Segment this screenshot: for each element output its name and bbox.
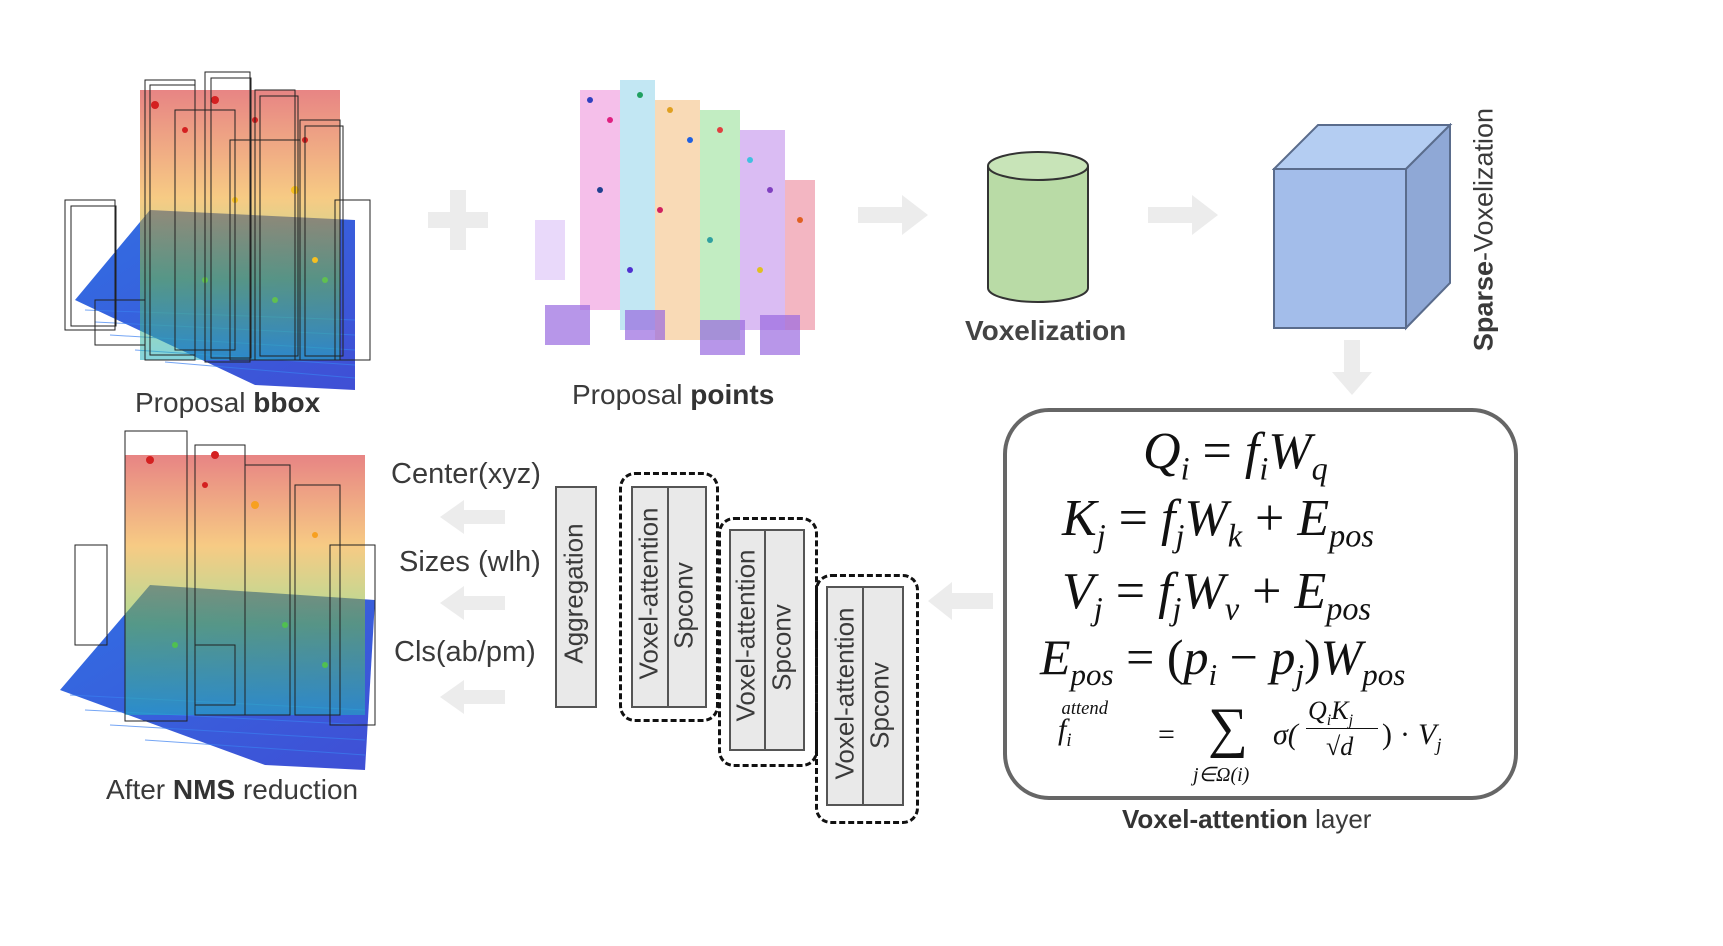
- voxel-attention-label-3: Voxel-attention: [829, 607, 860, 780]
- voxelization-label: Voxelization: [965, 315, 1127, 346]
- arrow-down-icon: [1332, 340, 1372, 395]
- arrow-left-icon: [440, 500, 505, 534]
- layer-divider: [764, 529, 766, 749]
- layer-block-1: [631, 486, 707, 708]
- proposal-points-pointcloud: [530, 70, 830, 380]
- plus-icon: [428, 190, 488, 250]
- equation-position: Epos = (pi − pj)Wpos: [1040, 629, 1406, 692]
- sparse-voxelization-label: Sparse-Voxelization: [1468, 107, 1499, 352]
- arrow-left-icon: [928, 582, 993, 620]
- aggregation-label: Aggregation: [558, 523, 589, 664]
- equation-key: Kj = fjWk + Epos: [1062, 490, 1374, 554]
- layer-stack-2: [718, 517, 818, 767]
- voxel-attention-equations-panel: [1003, 408, 1518, 800]
- proposal-points-label: Proposal points: [572, 379, 775, 410]
- proposal-bbox-label: Proposal bbox: [135, 387, 321, 418]
- after-nms-label: After NMS reduction: [106, 774, 359, 805]
- output-cls-label: Cls(ab/pm): [394, 636, 536, 668]
- layer-block-3: [826, 586, 904, 806]
- arrow-right-icon: [1148, 195, 1218, 235]
- arrow-right-icon: [858, 195, 928, 235]
- voxel-attention-label-1: Voxel-attention: [633, 507, 664, 680]
- aggregation-block: [555, 486, 597, 708]
- sparse-voxel-cube-icon: [1272, 123, 1454, 331]
- spconv-label-1: Spconv: [668, 562, 699, 649]
- layer-stack-1: [619, 472, 719, 722]
- spconv-label-2: Spconv: [766, 604, 797, 691]
- layer-block-2: [729, 529, 805, 751]
- output-center-label: Center(xyz): [391, 458, 541, 490]
- proposal-bbox-pointcloud: [55, 60, 385, 400]
- output-sizes-label: Sizes (wlh): [399, 546, 541, 578]
- voxel-attention-label-2: Voxel-attention: [730, 549, 761, 722]
- voxel-attention-layer-label: Voxel-attention layer: [1122, 804, 1372, 834]
- layer-divider: [862, 586, 864, 804]
- spconv-label-3: Spconv: [864, 662, 895, 749]
- equation-query: Qi = fiWq: [1143, 423, 1328, 487]
- equation-value: Vj = fjWv + Epos: [1062, 563, 1371, 627]
- voxelization-cylinder-icon: [985, 150, 1091, 305]
- arrow-left-icon: [440, 586, 505, 620]
- arrow-left-icon: [440, 680, 505, 714]
- layer-divider: [667, 486, 669, 706]
- after-nms-pointcloud: [55, 425, 385, 770]
